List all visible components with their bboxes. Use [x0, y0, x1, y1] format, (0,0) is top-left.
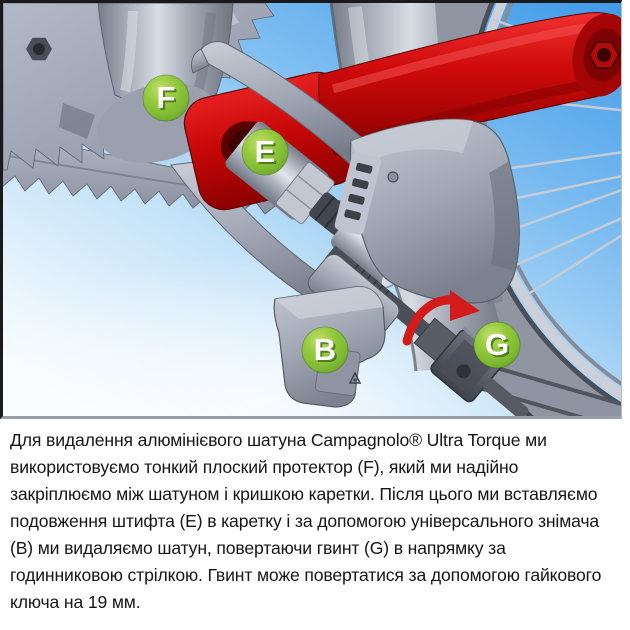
- screw-tip: [482, 378, 529, 416]
- clockwise-arrow: [402, 290, 480, 346]
- badge-letter-shadow: G: [487, 329, 511, 364]
- jaw-logo-triangle: [348, 371, 362, 384]
- puller-body: [307, 118, 520, 340]
- illustration-canvas: F F E E B B G G: [3, 3, 621, 416]
- badge-letter-shadow: F: [159, 82, 178, 117]
- crank-shaft: [318, 12, 621, 156]
- badge-letter: F: [157, 80, 176, 115]
- label-badge-E: E E: [241, 128, 289, 176]
- label-badge-B: B B: [301, 326, 349, 374]
- chainstay: [467, 359, 621, 416]
- badge-letter-shadow: B: [316, 334, 338, 369]
- label-badge-G: G G: [473, 321, 521, 369]
- hex-head-recess: [456, 364, 471, 379]
- badge-letter: G: [485, 327, 509, 362]
- label-badge-F: F F: [142, 74, 190, 122]
- bike-crank-removal-illustration: F F E E B B G G: [0, 0, 622, 419]
- badge-letter-shadow: E: [257, 136, 278, 171]
- label-plate: [334, 152, 382, 235]
- caption-text: Для видалення алюмінієвого шатуна Campag…: [10, 430, 602, 612]
- caption-area: Для видалення алюмінієвого шатуна Campag…: [0, 419, 630, 630]
- badge-letter: E: [255, 134, 276, 169]
- body-screw: [387, 171, 399, 183]
- badge-letter: B: [314, 332, 336, 367]
